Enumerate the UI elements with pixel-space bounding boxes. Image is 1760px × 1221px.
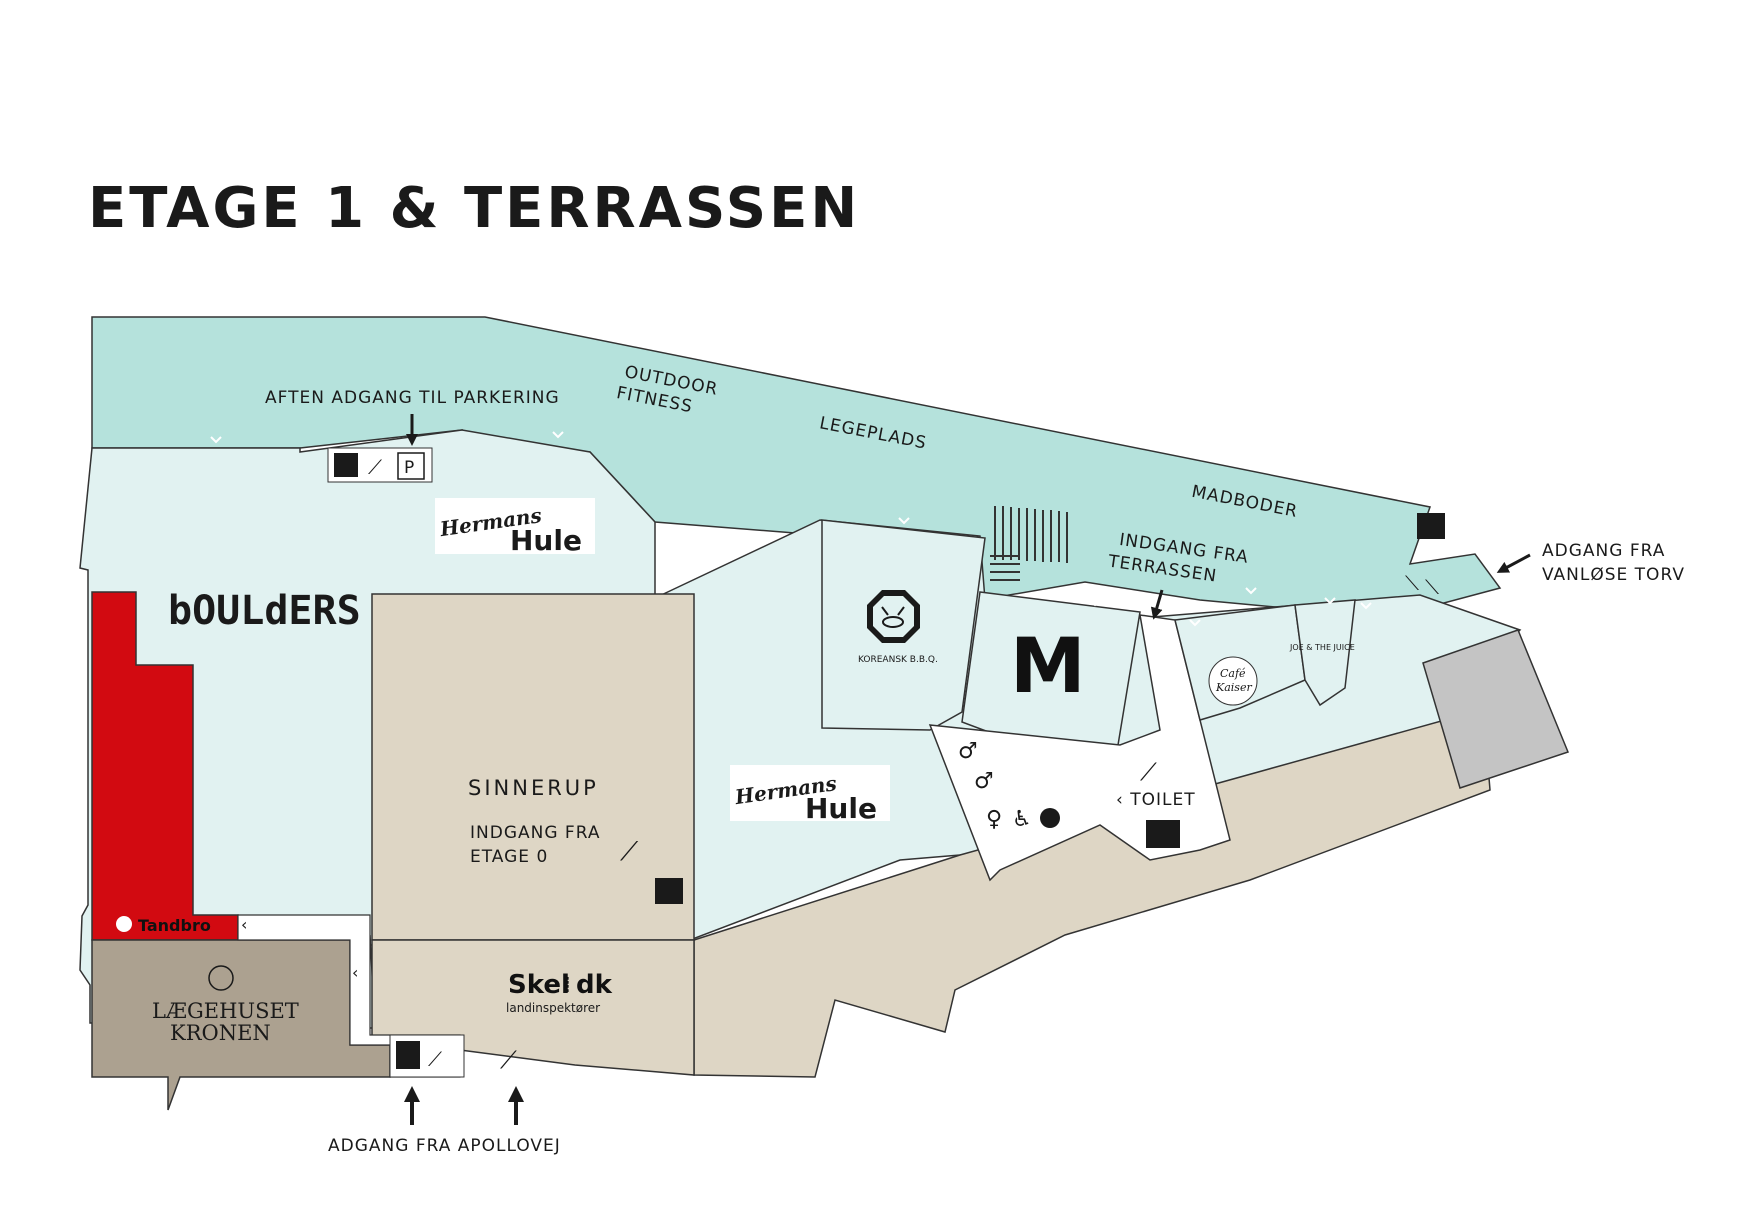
toilet-woman-icon: ♀ xyxy=(986,807,1002,832)
boulders-logo[interactable]: bOULdERS xyxy=(168,588,361,634)
skel-logo-separator-icon: ⁞ xyxy=(564,973,571,998)
koreansk-bbq-label[interactable]: KOREANSK B.B.Q. xyxy=(858,655,938,665)
stairs-icon-4: ⟍ xyxy=(1405,571,1419,595)
wheelchair-icon: ♿ xyxy=(1012,807,1032,832)
hermans-hule-2-word2[interactable]: Hule xyxy=(805,792,877,825)
toilet-area[interactable] xyxy=(928,614,1231,882)
laegehuset-word1[interactable]: LÆGEHUSET xyxy=(152,999,299,1023)
koreansk-logo-icon xyxy=(867,590,920,643)
baby-change-icon xyxy=(1040,808,1060,828)
stairs-icon-3[interactable]: ⟋ xyxy=(500,1046,517,1074)
hermans-hule-logo-2-bg xyxy=(730,765,890,821)
stairs-icon-5: ⟍ xyxy=(1425,575,1439,599)
vanlose-arrow-icon xyxy=(1496,553,1531,573)
laegehuset-word2[interactable]: KRONEN xyxy=(170,1021,271,1045)
joe-the-juice-store[interactable] xyxy=(1294,599,1356,707)
cafe-kaiser-logo-icon xyxy=(1208,656,1258,706)
laegehuset-logo-icon xyxy=(208,965,234,991)
label-etage0-2: ETAGE 0 xyxy=(470,847,548,867)
joe-the-juice-label[interactable]: JOE & THE JUICE xyxy=(1289,643,1355,652)
label-apollovej: ADGANG FRA APOLLOVEJ xyxy=(328,1136,561,1156)
label-parking-access: AFTEN ADGANG TIL PARKERING xyxy=(265,388,560,408)
stairs-icon[interactable]: ⟋ xyxy=(368,455,382,479)
tandbro-arrow-icon: ‹ xyxy=(241,915,247,934)
escalator-icon[interactable]: ⟋ xyxy=(620,837,639,867)
skel-sub-label: landinspektører xyxy=(506,1001,600,1015)
emergency-exit-icon-3 xyxy=(1417,513,1445,539)
label-vanlose-1: ADGANG FRA xyxy=(1542,541,1665,561)
label-vanlose-2: VANLØSE TORV xyxy=(1542,565,1685,585)
page-title: ETAGE 1 & TERRASSEN xyxy=(88,176,861,241)
hermans-hule-1-word2[interactable]: Hule xyxy=(510,524,582,557)
corridor-arrow-icon: ‹ xyxy=(352,963,358,982)
mcdonalds-logo[interactable]: M xyxy=(1010,621,1086,710)
label-etage0-1: INDGANG FRA xyxy=(470,823,600,843)
grey-block xyxy=(1422,629,1569,789)
tandbro-logo-icon xyxy=(116,916,132,932)
toilet-escalator-icon[interactable]: ⟋ xyxy=(1140,758,1157,786)
elevator-icon-2[interactable] xyxy=(396,1041,420,1069)
skel-logo-suffix[interactable]: dk xyxy=(576,970,613,1000)
cafe-kaiser-word1[interactable]: Café xyxy=(1220,667,1246,680)
terrace-arrow-icon xyxy=(1150,589,1164,620)
sinnerup-logo[interactable]: SINNERUP xyxy=(468,776,599,800)
terrace-stairs xyxy=(990,506,1068,581)
sinnerup-store[interactable] xyxy=(371,593,695,941)
door-markers xyxy=(210,431,1372,627)
emergency-exit-icon xyxy=(655,878,683,904)
parking-icon[interactable] xyxy=(397,452,425,480)
emergency-exit-icon-2 xyxy=(1146,820,1180,848)
parking-letter: P xyxy=(404,458,414,478)
cafe-kaiser-word2[interactable]: Kaiser xyxy=(1215,681,1252,694)
toilet-label[interactable]: ‹ TOILET xyxy=(1116,790,1196,810)
toilet-man-icon-2: ♂ xyxy=(974,769,994,794)
hermans-hule-logo-1-bg xyxy=(435,498,595,554)
skel-logo-word[interactable]: Skel xyxy=(508,970,570,1000)
stairs-icon-2[interactable]: ⟋ xyxy=(428,1047,442,1071)
tandbro-label[interactable]: Tandbro xyxy=(138,916,211,935)
elevator-icon[interactable] xyxy=(334,453,358,477)
toilet-man-icon: ♂ xyxy=(958,739,978,764)
